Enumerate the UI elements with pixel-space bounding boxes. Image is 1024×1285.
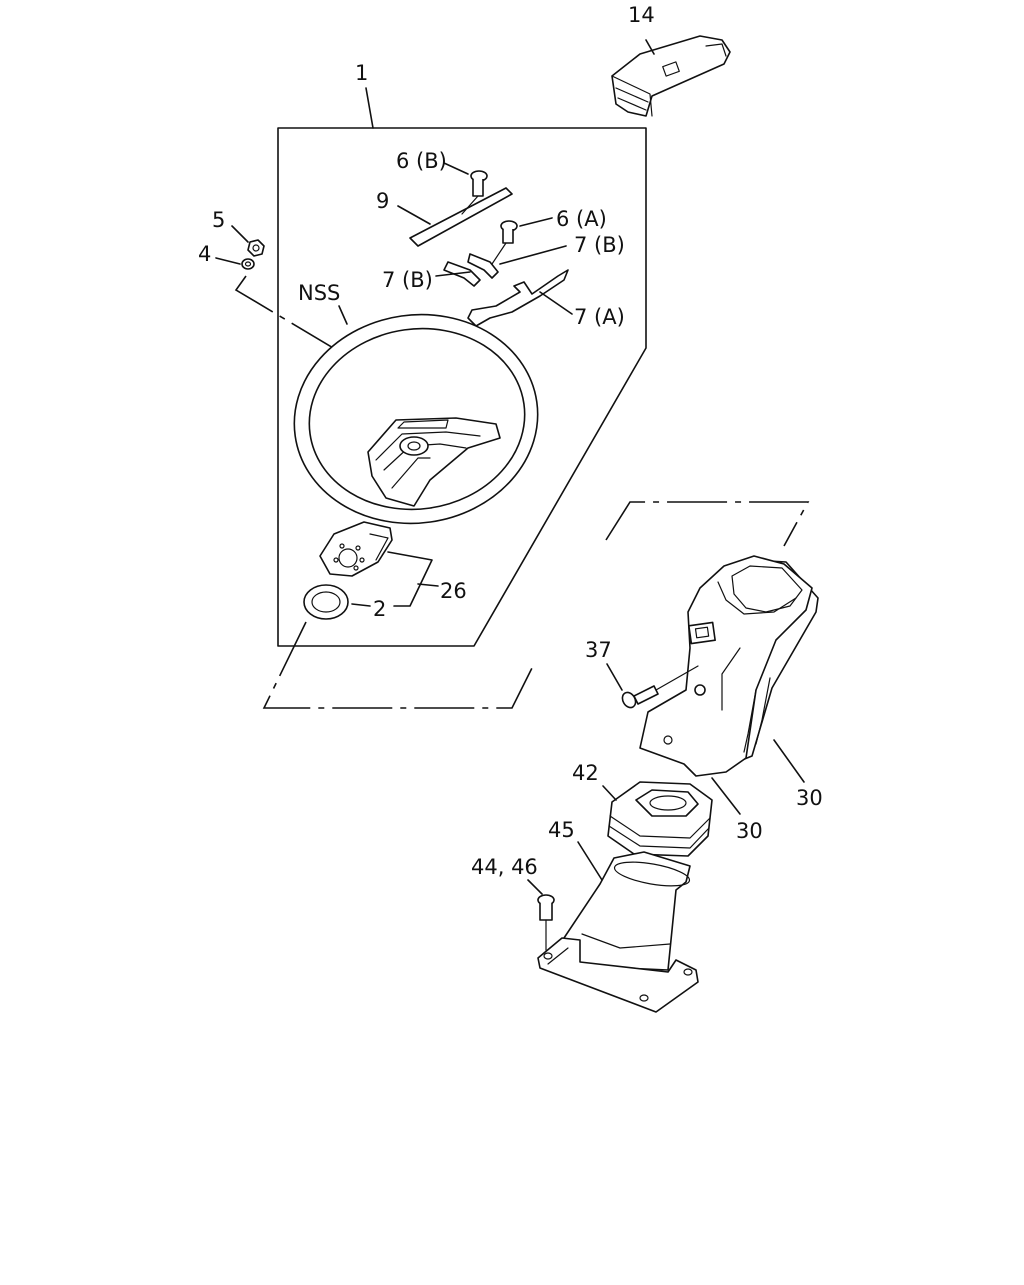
washer-part-4: [215, 257, 255, 270]
callout-nss: NSS: [298, 281, 340, 305]
callout-5: 5: [212, 208, 225, 232]
callout-7b-left: 7 (B): [382, 268, 433, 292]
callout-labels: 1 14 6 (B) 9 6 (A) 5 4 7 (B) 7 (B) 7 (A)…: [198, 3, 823, 879]
callout-26-leaders: [351, 551, 439, 607]
callout-44-46: 44, 46: [471, 855, 538, 879]
callout-1: 1: [355, 61, 368, 85]
steering-wheel-assembly-frame: [277, 87, 647, 647]
clip-part-7a: [467, 269, 573, 327]
callout-6a: 6 (A): [556, 207, 607, 231]
clip-parts-7b: [435, 245, 567, 287]
callout-4: 4: [198, 242, 211, 266]
horn-pad-part-26: [319, 521, 393, 577]
callout-6b: 6 (B): [396, 149, 447, 173]
column-cover-part-30: [639, 555, 819, 815]
screw-part-37: [606, 663, 699, 709]
callout-7a: 7 (A): [574, 305, 625, 329]
callout-7b-right: 7 (B): [574, 233, 625, 257]
steering-wheel: [293, 305, 539, 525]
callout-30-right: 30: [796, 786, 823, 810]
ring-part-2: [303, 584, 349, 620]
bolt-parts-44-46: [527, 879, 555, 951]
callout-9: 9: [376, 189, 389, 213]
callout-2: 2: [373, 597, 386, 621]
boot-part-45: [537, 841, 699, 1013]
callout-42: 42: [572, 761, 599, 785]
cover-upper-dash-line: [605, 501, 810, 547]
bracket-part-9: [397, 162, 513, 247]
callout-30-lower: 30: [736, 819, 763, 843]
boot-part-42: [602, 781, 713, 857]
nut-part-5: [231, 225, 265, 257]
callout-37: 37: [585, 638, 612, 662]
upper-cover-part: [611, 35, 731, 117]
callout-45: 45: [548, 818, 575, 842]
wheel-lower-dash-line: [262, 621, 535, 709]
callout-26: 26: [440, 579, 467, 603]
callout-14: 14: [628, 3, 655, 27]
bolt-part-6a: [487, 217, 553, 271]
